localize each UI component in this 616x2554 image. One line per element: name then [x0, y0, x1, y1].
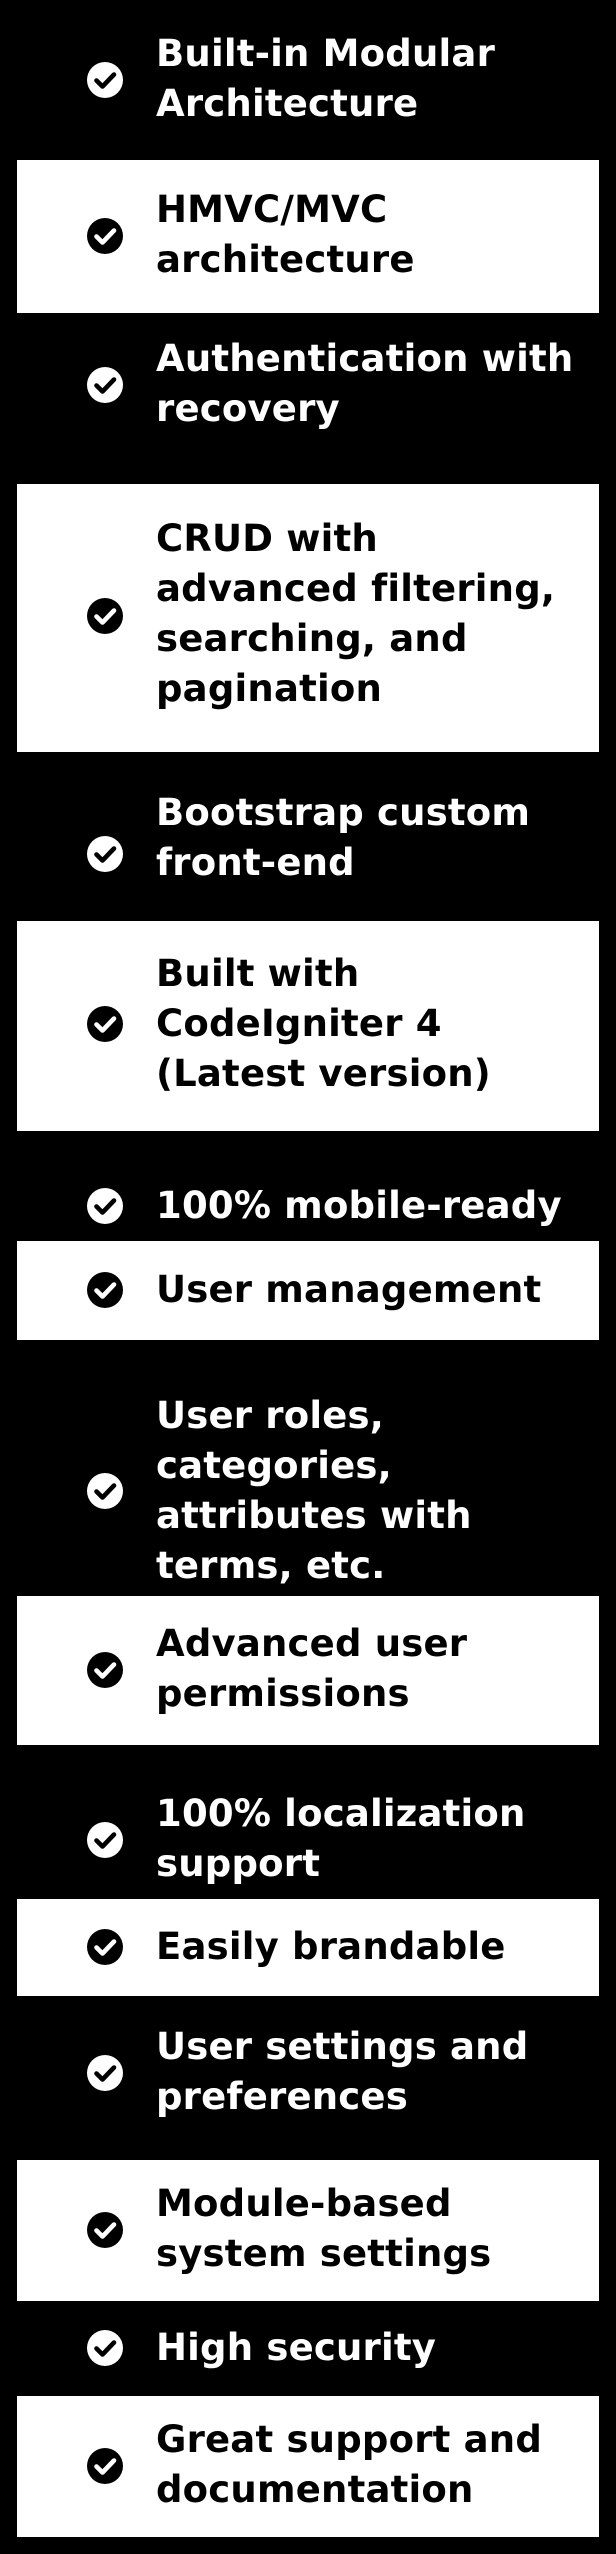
check-circle-icon [87, 1473, 123, 1509]
feature-label: Advanced user permissions [156, 1622, 468, 1715]
check-circle-icon [87, 836, 123, 872]
feature-label: HMVC/MVC architecture [156, 188, 415, 281]
feature-label: Authentication with recovery [156, 337, 574, 430]
feature-item: High security [17, 2301, 599, 2396]
check-circle-icon [87, 218, 123, 254]
feature-label: CRUD with advanced filtering, searching,… [156, 517, 556, 710]
check-circle-icon [87, 1188, 123, 1224]
feature-label: Module-based system settings [156, 2182, 492, 2275]
feature-label: User settings and preferences [156, 2025, 529, 2118]
feature-label: 100% mobile-ready [156, 1184, 562, 1227]
feature-label: High security [156, 2326, 437, 2369]
feature-label: Built with CodeIgniter 4 (Latest version… [156, 952, 491, 1095]
check-circle-icon [87, 1929, 123, 1965]
feature-label: Built-in Modular Architecture [156, 32, 496, 125]
feature-item: 100% mobile-ready [17, 1131, 599, 1241]
feature-item: Easily brandable [17, 1899, 599, 1996]
feature-item: User management [17, 1241, 599, 1340]
feature-label: Great support and documentation [156, 2418, 543, 2511]
feature-label: Bootstrap custom front-end [156, 791, 531, 884]
feature-item: HMVC/MVC architecture [17, 160, 599, 313]
feature-item: Advanced user permissions [17, 1596, 599, 1745]
check-circle-icon [87, 62, 123, 98]
feature-label: User roles, categories, attributes with … [156, 1394, 472, 1587]
feature-item: User roles, categories, attributes with … [17, 1340, 599, 1596]
check-circle-icon [87, 1272, 123, 1308]
feature-item: Bootstrap custom front-end [17, 752, 599, 921]
feature-item: User settings and preferences [17, 1996, 599, 2160]
feature-item: Great support and documentation [17, 2396, 599, 2537]
check-circle-icon [87, 2212, 123, 2248]
feature-label: 100% localization support [156, 1792, 526, 1885]
feature-label: User management [156, 1268, 542, 1311]
feature-item: Built-in Modular Architecture [17, 0, 599, 160]
feature-item: Module-based system settings [17, 2160, 599, 2301]
feature-item: Authentication with recovery [17, 313, 599, 484]
check-circle-icon [87, 1822, 123, 1858]
feature-item: 100% localization support [17, 1745, 599, 1899]
check-circle-icon [87, 2330, 123, 2366]
check-circle-icon [87, 367, 123, 403]
check-circle-icon [87, 2055, 123, 2091]
check-circle-icon [87, 1006, 123, 1042]
feature-label: Easily brandable [156, 1925, 506, 1968]
check-circle-icon [87, 2448, 123, 2484]
feature-item: CRUD with advanced filtering, searching,… [17, 484, 599, 752]
check-circle-icon [87, 598, 123, 634]
check-circle-icon [87, 1652, 123, 1688]
feature-item: Built with CodeIgniter 4 (Latest version… [17, 921, 599, 1131]
